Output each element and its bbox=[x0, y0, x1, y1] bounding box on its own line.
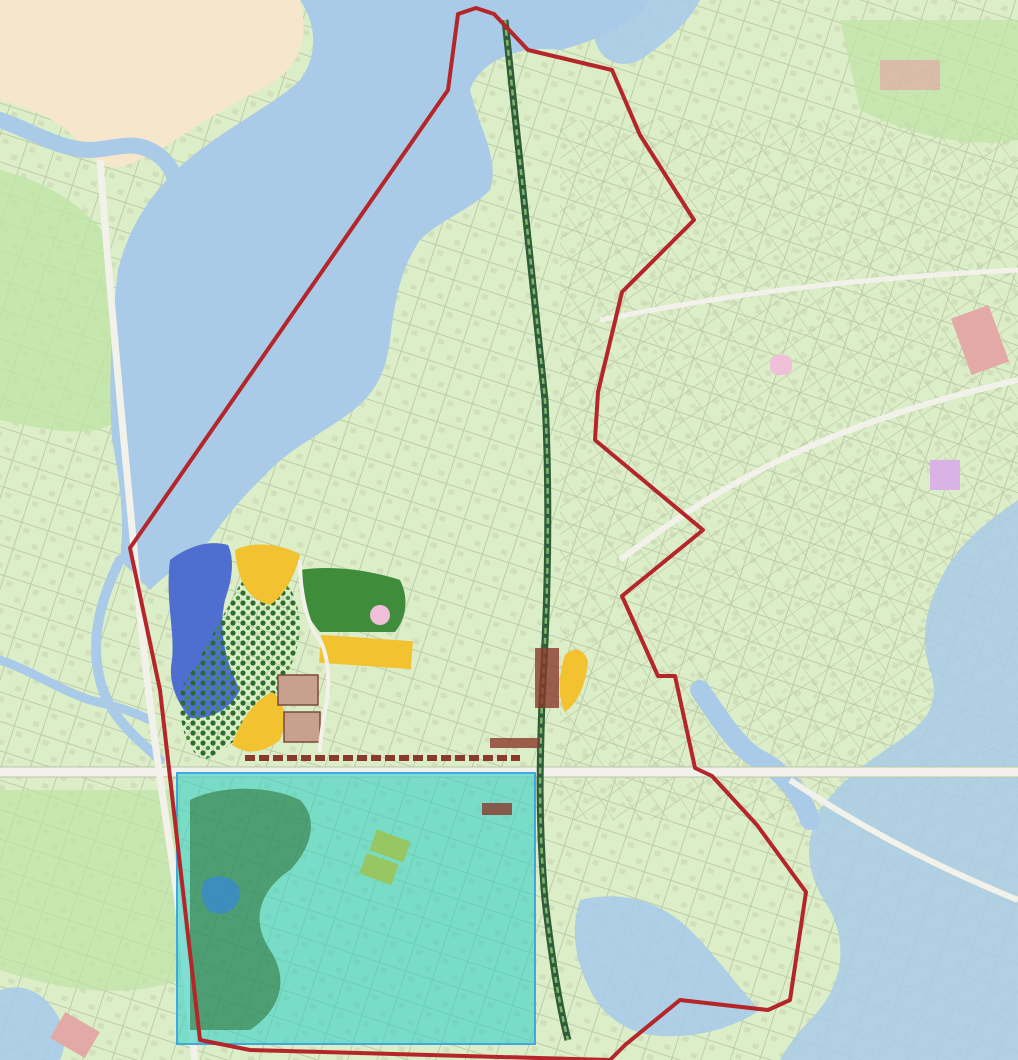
building-east-1 bbox=[950, 304, 1010, 376]
east-diagonal-road bbox=[618, 377, 1018, 563]
study-area-field-2 bbox=[359, 852, 399, 886]
waterfront-plan bbox=[179, 544, 520, 761]
east-river-branch bbox=[690, 680, 820, 830]
plan-pink-feature bbox=[370, 605, 390, 625]
building-east-3 bbox=[770, 355, 792, 375]
corridor-buildings bbox=[535, 648, 559, 708]
study-area-border bbox=[176, 772, 536, 1045]
corridor-node bbox=[490, 648, 588, 748]
northeast-water bbox=[595, 0, 700, 64]
study-area-forest bbox=[190, 788, 311, 1030]
corridor-boulevard-highlight bbox=[503, 19, 570, 1041]
southwest-water bbox=[0, 987, 65, 1060]
west-river bbox=[0, 112, 185, 208]
building-southwest bbox=[50, 1012, 100, 1058]
east-diagonal-road-2 bbox=[599, 267, 1018, 323]
study-boundary bbox=[128, 6, 808, 1060]
plan-road-loop bbox=[298, 559, 331, 753]
building-east-2 bbox=[930, 460, 960, 490]
bay-water bbox=[110, 0, 650, 590]
park-green-south bbox=[0, 790, 180, 991]
plan-building-block-1 bbox=[277, 674, 319, 706]
south-inlet bbox=[574, 896, 760, 1037]
plan-forest bbox=[179, 573, 300, 760]
sand-area bbox=[0, 0, 304, 168]
plan-yellow-lots-south bbox=[232, 692, 285, 752]
plan-park-green bbox=[299, 568, 406, 632]
study-area-overlay bbox=[176, 772, 536, 1045]
plan-yellow-lots-north bbox=[235, 544, 300, 605]
west-creek bbox=[91, 555, 165, 765]
west-creek-2 bbox=[0, 655, 155, 725]
study-area-field-1 bbox=[369, 829, 411, 863]
corridor-yellow-lots bbox=[559, 649, 588, 712]
plan-building-block-2 bbox=[283, 711, 321, 743]
building-northeast bbox=[880, 60, 940, 90]
study-area-pond bbox=[201, 876, 240, 914]
park-green-west bbox=[0, 170, 120, 432]
study-area-building bbox=[482, 803, 512, 815]
corridor-frontage bbox=[490, 738, 540, 748]
east-river bbox=[780, 500, 1018, 1060]
plan-yellow-lots-middle bbox=[319, 634, 413, 670]
southeast-road bbox=[788, 777, 1018, 903]
